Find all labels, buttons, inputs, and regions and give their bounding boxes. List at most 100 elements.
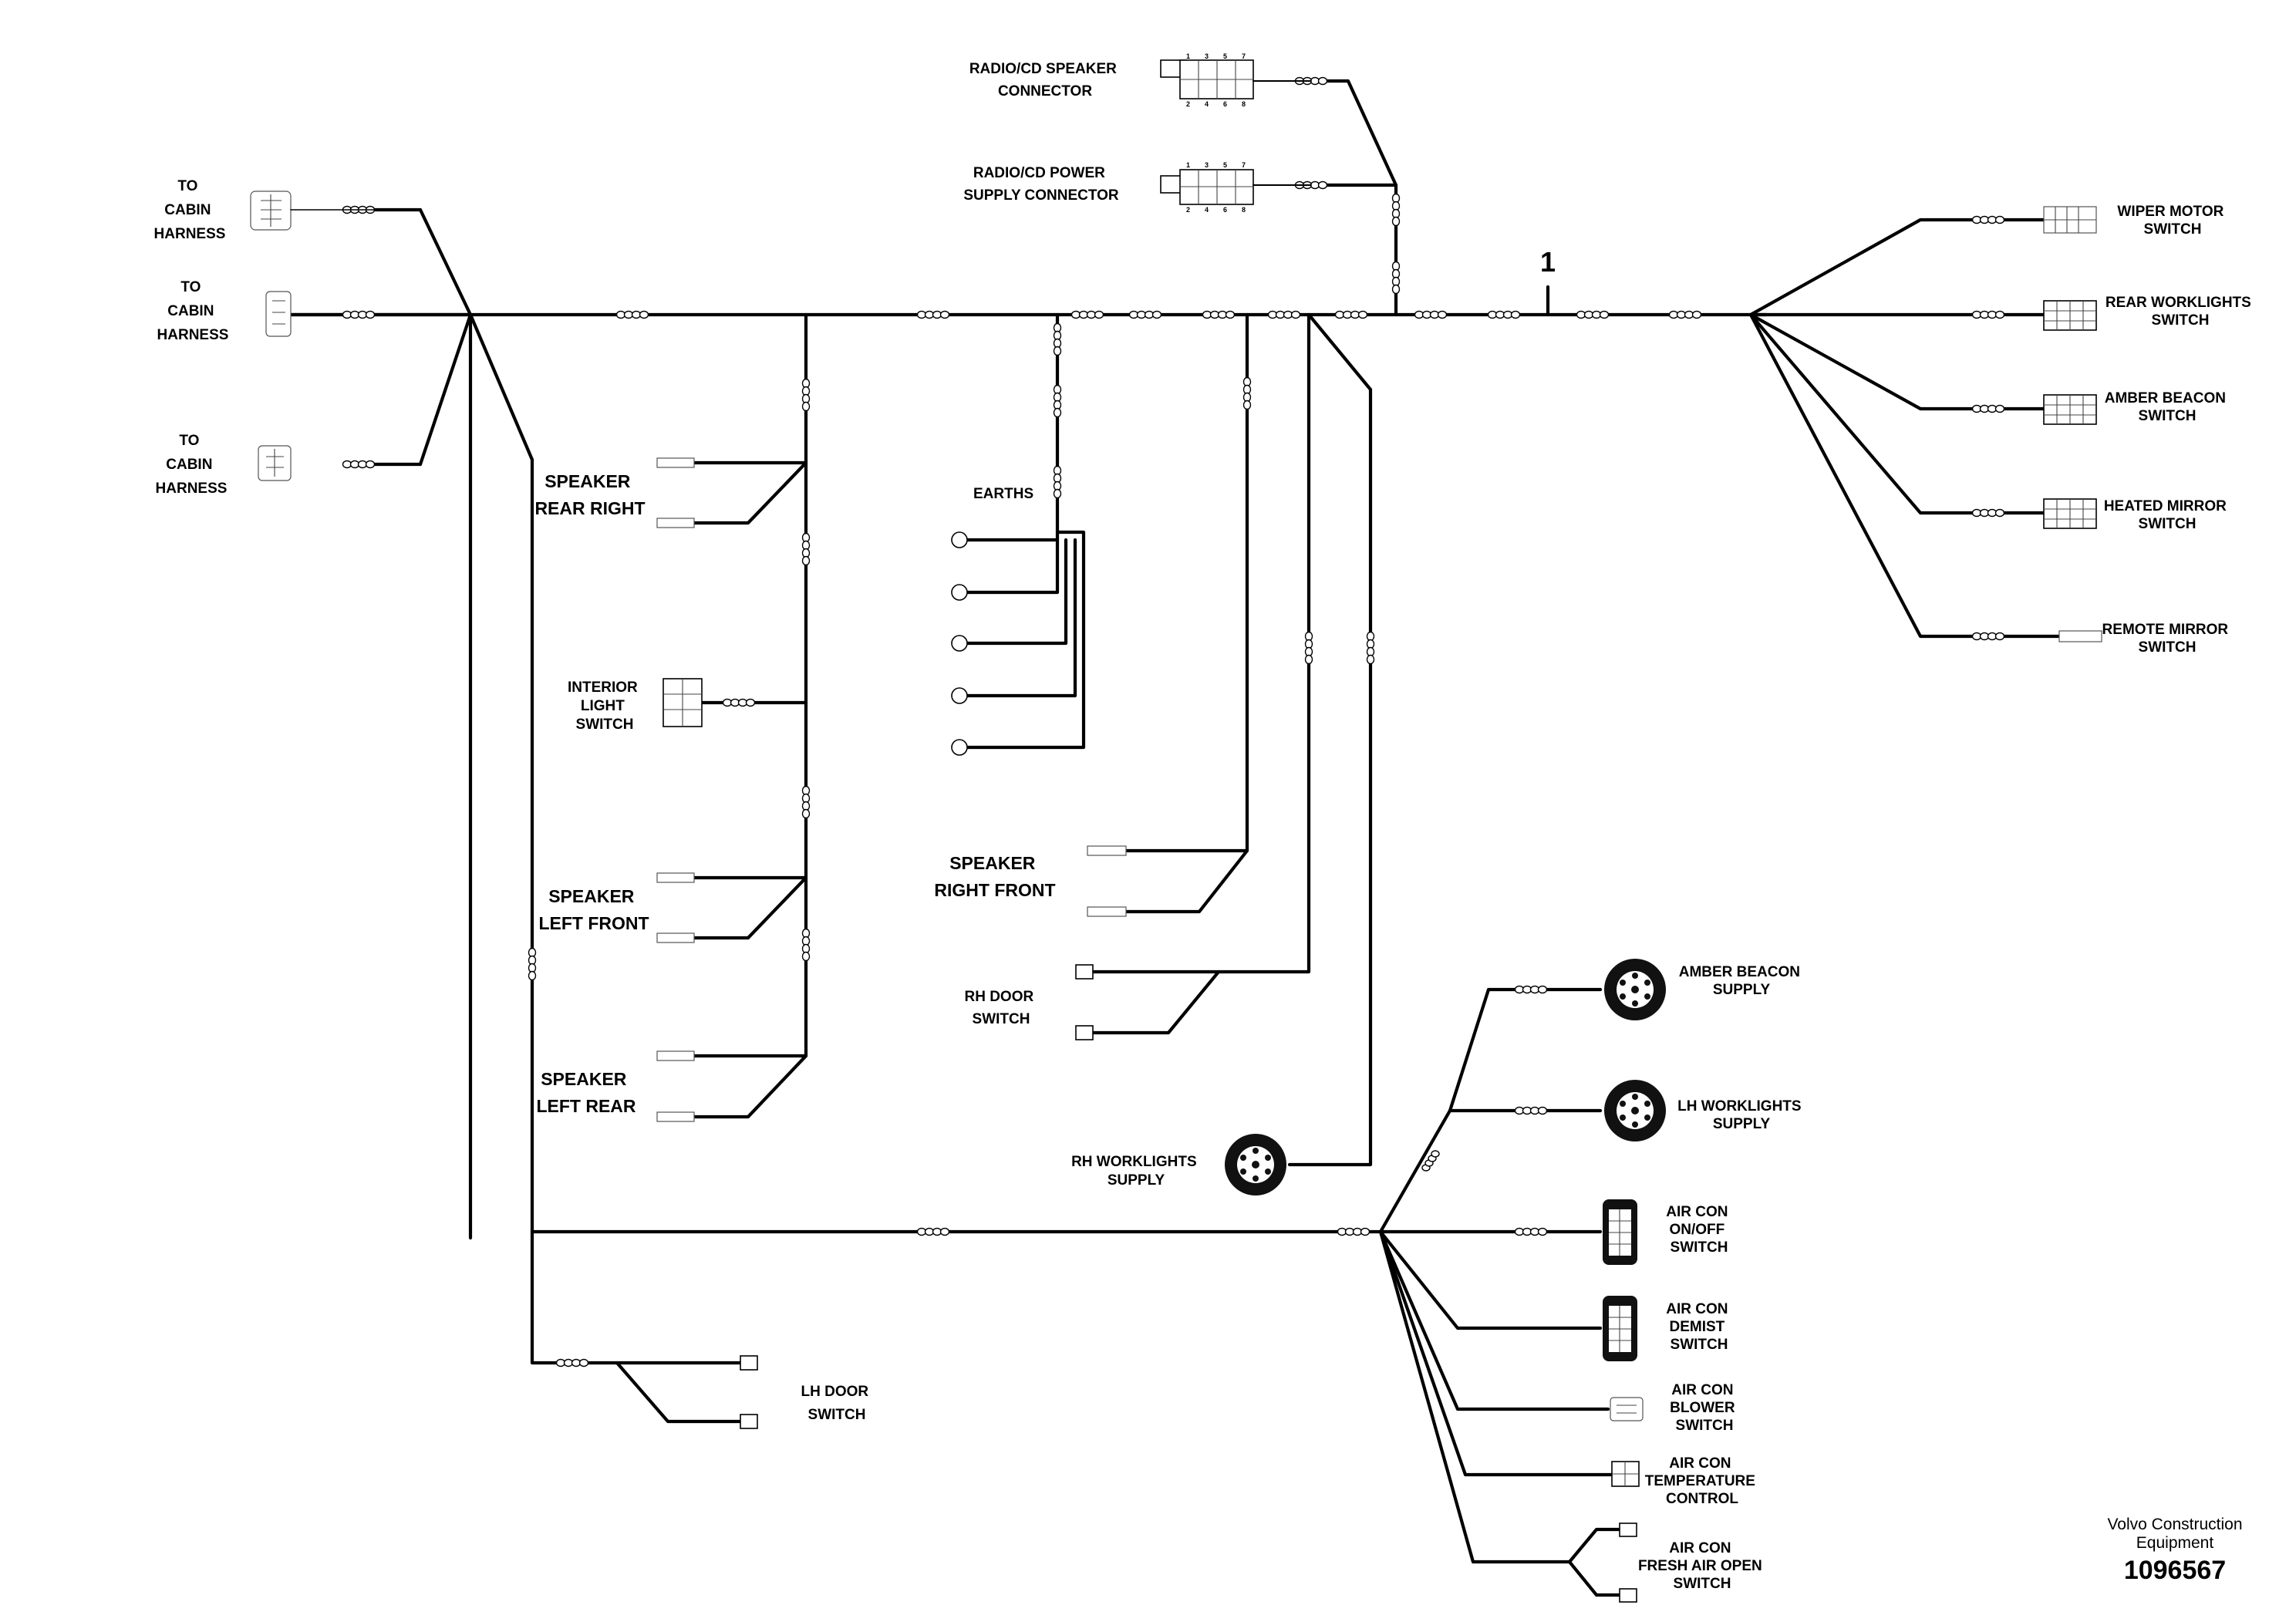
rh-worklights-line-2: SUPPLY bbox=[1108, 1172, 1165, 1189]
wire-sleeve bbox=[722, 698, 756, 707]
lh-worklights-line-1: LH WORKLIGHTS bbox=[1677, 1098, 1801, 1114]
wire-sleeve bbox=[1414, 310, 1448, 319]
wire-sleeve bbox=[1668, 310, 1702, 319]
amber-beacon-supply-label: AMBER BEACON SUPPLY bbox=[1679, 964, 1805, 998]
wire-sleeve bbox=[801, 928, 811, 962]
cabin-harness-2-line-2: CABIN bbox=[167, 303, 214, 319]
amber-beacon-switch-connector bbox=[2043, 394, 2097, 425]
radio-speaker-label: RADIO/CD SPEAKER CONNECTOR bbox=[969, 61, 1121, 99]
speaker-left-front-line-2: LEFT FRONT bbox=[538, 913, 649, 933]
radio-speaker-pin-2: 2 bbox=[1186, 100, 1190, 108]
cabin-harness-1-line-3: HARNESS bbox=[154, 226, 226, 242]
aircon-fresh-line-2: FRESH AIR OPEN bbox=[1638, 1558, 1762, 1574]
radio-speaker-pin-4: 4 bbox=[1205, 100, 1209, 108]
cabin-harness-3-line-2: CABIN bbox=[166, 457, 212, 473]
radio-power-pin-6: 6 bbox=[1223, 206, 1227, 214]
speaker-left-rear-line-2: LEFT REAR bbox=[536, 1096, 636, 1116]
aircon-blower-switch-connector bbox=[1610, 1397, 1644, 1421]
radio-power-connector: 1 3 5 7 2 4 6 8 bbox=[1160, 161, 1254, 214]
radio-power-pin-3: 3 bbox=[1205, 161, 1209, 169]
rear-worklights-switch-connector bbox=[2043, 300, 2097, 331]
radio-power-pin-5: 5 bbox=[1223, 161, 1227, 169]
speaker-left-front-terminals bbox=[656, 872, 695, 943]
speaker-right-front-label: SPEAKER RIGHT FRONT bbox=[934, 853, 1055, 900]
radio-speaker-pin-7: 7 bbox=[1242, 52, 1246, 60]
rh-door-line-2: SWITCH bbox=[973, 1011, 1030, 1027]
speaker-right-front-line-1: SPEAKER bbox=[949, 853, 1036, 873]
wiper-motor-line-2: SWITCH bbox=[2144, 221, 2202, 238]
heated-mirror-label: HEATED MIRROR SWITCH bbox=[2104, 498, 2230, 532]
connectors: 1 3 5 7 2 4 6 8 1 3 5 7 2 4 6 8 bbox=[250, 52, 2102, 1603]
rear-worklights-line-1: REAR WORKLIGHTS bbox=[2106, 295, 2251, 311]
wire-sleeve bbox=[916, 1227, 950, 1236]
rh-door-switch-connectors bbox=[1075, 964, 1094, 1040]
wire-sleeve bbox=[1576, 310, 1610, 319]
amber-beacon-switch-line-2: SWITCH bbox=[2139, 408, 2197, 424]
radio-power-pin-2: 2 bbox=[1186, 206, 1190, 214]
wire-sleeve bbox=[555, 1358, 589, 1367]
radio-speaker-connector: 1 3 5 7 2 4 6 8 bbox=[1160, 52, 1254, 108]
wire-sleeve bbox=[1242, 376, 1252, 410]
cabin-harness-2-line-3: HARNESS bbox=[157, 327, 229, 343]
rh-worklights-line-1: RH WORKLIGHTS bbox=[1071, 1154, 1197, 1170]
wire-sleeves bbox=[342, 76, 2005, 1367]
aircon-onoff-line-1: AIR CON bbox=[1666, 1204, 1728, 1220]
speaker-rear-right-line-1: SPEAKER bbox=[544, 471, 631, 491]
wire-sleeve bbox=[1971, 310, 2005, 319]
lh-door-line-2: SWITCH bbox=[808, 1407, 866, 1423]
lh-worklights-line-2: SUPPLY bbox=[1713, 1116, 1771, 1132]
speaker-rear-right-label: SPEAKER REAR RIGHT bbox=[534, 471, 645, 518]
wire-sleeve bbox=[1053, 322, 1062, 356]
radio-power-pin-7: 7 bbox=[1242, 161, 1246, 169]
aircon-onoff-label: AIR CON ON/OFF SWITCH bbox=[1666, 1204, 1732, 1256]
wire-sleeve bbox=[1202, 310, 1236, 319]
wire-sleeve bbox=[615, 310, 649, 319]
remote-mirror-line-2: SWITCH bbox=[2139, 639, 2197, 656]
wire-sleeve bbox=[342, 460, 376, 469]
earths-label: EARTHS bbox=[973, 486, 1033, 502]
wiper-motor-line-1: WIPER MOTOR bbox=[2117, 204, 2224, 220]
speaker-left-rear-label: SPEAKER LEFT REAR bbox=[536, 1069, 636, 1116]
aircon-onoff-line-2: ON/OFF bbox=[1669, 1222, 1725, 1238]
cabin-harness-1-line-2: CABIN bbox=[164, 202, 211, 218]
cabin-harness-3-line-3: HARNESS bbox=[156, 481, 228, 497]
wire-sleeve bbox=[1971, 404, 2005, 413]
speaker-rear-right-line-2: REAR RIGHT bbox=[534, 498, 645, 518]
harness-wires bbox=[279, 79, 2062, 1597]
assembly-marker-number: 1 bbox=[1540, 246, 1556, 278]
lh-door-switch-connectors bbox=[740, 1355, 758, 1429]
wire-sleeve bbox=[1304, 631, 1313, 665]
radio-power-pin-4: 4 bbox=[1205, 206, 1209, 214]
radio-speaker-pin-5: 5 bbox=[1223, 52, 1227, 60]
speaker-left-front-line-1: SPEAKER bbox=[548, 886, 635, 906]
aircon-demist-line-2: DEMIST bbox=[1669, 1319, 1725, 1335]
wire-sleeve bbox=[1294, 76, 1328, 86]
aircon-fresh-line-1: AIR CON bbox=[1669, 1540, 1731, 1556]
cabin-harness-connector-2 bbox=[265, 291, 292, 337]
amber-beacon-switch-label: AMBER BEACON SWITCH bbox=[2105, 390, 2230, 424]
radio-speaker-pin-6: 6 bbox=[1223, 100, 1227, 108]
wire-sleeve bbox=[1267, 310, 1301, 319]
aircon-fresh-line-3: SWITCH bbox=[1674, 1576, 1731, 1592]
speaker-left-rear-terminals bbox=[656, 1050, 695, 1122]
radio-speaker-pin-3: 3 bbox=[1205, 52, 1209, 60]
aircon-demist-line-3: SWITCH bbox=[1671, 1337, 1728, 1353]
speaker-right-front-line-2: RIGHT FRONT bbox=[934, 880, 1055, 900]
rear-worklights-line-2: SWITCH bbox=[2152, 312, 2210, 329]
wire-sleeve bbox=[801, 378, 811, 412]
lh-worklights-label: LH WORKLIGHTS SUPPLY bbox=[1677, 1098, 1805, 1132]
wire-sleeve bbox=[801, 532, 811, 566]
wire-sleeve bbox=[1971, 508, 2005, 518]
aircon-fresh-air-label: AIR CON FRESH AIR OPEN SWITCH bbox=[1638, 1540, 1766, 1592]
radio-power-pin-8: 8 bbox=[1242, 206, 1246, 214]
cabin-harness-connector-1 bbox=[250, 191, 421, 231]
wiper-motor-label: WIPER MOTOR SWITCH bbox=[2117, 204, 2227, 238]
wire-sleeve bbox=[1514, 1106, 1548, 1115]
speaker-left-rear-line-1: SPEAKER bbox=[541, 1069, 627, 1089]
rh-worklights-label: RH WORKLIGHTS SUPPLY bbox=[1071, 1154, 1201, 1189]
radio-speaker-pin-1: 1 bbox=[1186, 52, 1190, 60]
speaker-rear-right-terminals bbox=[656, 457, 695, 528]
lh-door-line-1: LH DOOR bbox=[801, 1384, 869, 1400]
aircon-onoff-switch-connector bbox=[1603, 1199, 1637, 1265]
